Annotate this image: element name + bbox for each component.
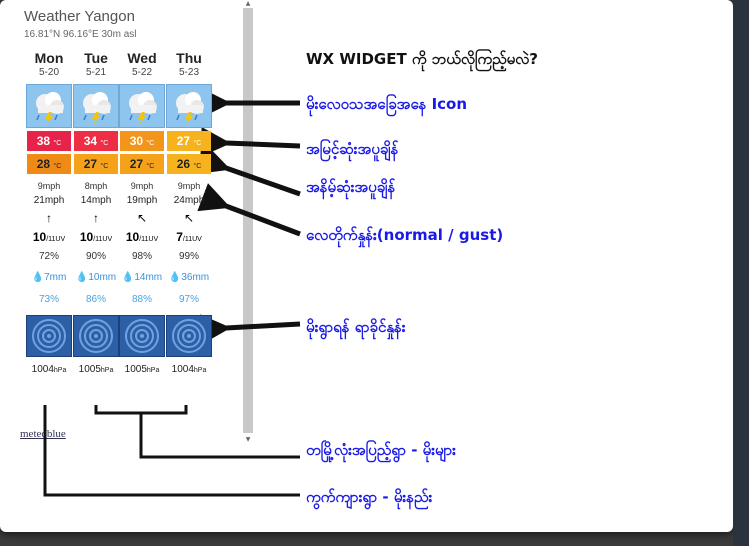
raindrop-icon: 💧	[31, 272, 45, 283]
min-temp: 28 °C	[27, 154, 71, 174]
bracket-wet-days	[94, 405, 188, 415]
radar-map-icon	[73, 315, 119, 357]
arrow-min-pointer	[197, 145, 301, 197]
wind-speed: 8mph	[84, 181, 108, 191]
raindrop-icon: 💧	[121, 272, 135, 283]
uv-index: 7/11UV	[176, 230, 202, 244]
day-column: Wed 5-22 30 °C 27 °C 9mph 19mph ↖ 10/11U…	[119, 50, 165, 378]
pressure: 1004hPa	[31, 364, 67, 375]
day-date: 5-20	[38, 67, 59, 78]
arrow-wind-pointer	[197, 183, 301, 237]
uv-index: 10/11UV	[79, 230, 113, 244]
thunderstorm-cloud-icon	[73, 84, 119, 128]
rain-probability: 97%	[178, 294, 199, 305]
humidity: 99%	[178, 251, 199, 262]
radar-map-icon	[119, 315, 165, 357]
annotation-weather-icon: မိုးလေဝသအခြေအနေ Icon	[306, 95, 468, 113]
scroll-down-icon[interactable]: ▼	[245, 436, 251, 443]
day-column: Mon 5-20 38 °C 28 °C 9mph 21mph ↑ 10/11U…	[26, 50, 72, 378]
rain-amount: 💧7mm	[31, 272, 67, 283]
rain-amount: 💧14mm	[121, 272, 163, 283]
scrollbar-thumb[interactable]	[243, 8, 253, 433]
annotation-scattered-rain: ကွက်ကျားရွာ - မိုးနည်း	[306, 488, 433, 506]
annotation-max-temp: အမြင့်ဆုံးအပူချိန်	[306, 140, 399, 158]
pressure: 1005hPa	[124, 364, 160, 375]
line-wet-days	[139, 413, 300, 459]
radar-map-icon	[166, 315, 212, 357]
thunderstorm-cloud-icon	[119, 84, 165, 128]
background-edge	[733, 0, 749, 546]
wind-direction-icon: ↑	[93, 211, 99, 225]
annotation-widespread-rain: တမြို့လုံးအပြည့်ရွာ - မိုးများ	[306, 441, 456, 459]
wind-speed: 9mph	[177, 181, 201, 191]
thunderstorm-cloud-icon	[166, 84, 212, 128]
day-column: Thu 5-23 27 °C 26 °C 9mph 24mph ↖ 7/11UV…	[166, 50, 212, 378]
day-name: Mon	[34, 50, 64, 66]
max-temp: 30 °C	[120, 131, 164, 151]
scroll-up-icon[interactable]: ▲	[245, 0, 251, 7]
wind-direction-icon: ↖	[136, 211, 148, 225]
weather-widget: Weather Yangon 16.81°N 96.16°E 30m asl	[18, 0, 240, 460]
day-date: 5-22	[131, 67, 152, 78]
headline: WX WIDGET ကို ဘယ်လိုကြည့်မလဲ?	[306, 50, 538, 68]
wind-speed: 9mph	[130, 181, 154, 191]
max-temp: 27 °C	[167, 131, 211, 151]
pressure: 1004hPa	[171, 364, 207, 375]
annotation-rain-probability: မိုးရွာရန် ရာခိုင်နှုန်း	[306, 318, 406, 336]
humidity: 72%	[38, 251, 59, 262]
wind-gust: 19mph	[126, 195, 158, 206]
wind-speed: 9mph	[37, 181, 61, 191]
annotation-wind: လေတိုက်နှုန်း(normal / gust)	[306, 226, 504, 244]
wind-direction-icon: ↖	[183, 211, 195, 225]
day-name: Tue	[84, 50, 108, 66]
max-temp: 34 °C	[74, 131, 118, 151]
wind-gust: 21mph	[33, 195, 65, 206]
rain-probability: 88%	[131, 294, 152, 305]
thunderstorm-cloud-icon	[26, 84, 72, 128]
arrow-rain-pointer	[200, 314, 301, 345]
raindrop-icon: 💧	[75, 272, 89, 283]
line-patchy-day	[43, 405, 300, 497]
min-temp: 27 °C	[74, 154, 118, 174]
wind-direction-icon: ↑	[46, 211, 52, 225]
humidity: 98%	[131, 251, 152, 262]
rain-amount: 💧36mm	[168, 272, 210, 283]
wind-gust: 14mph	[80, 195, 112, 206]
uv-index: 10/11UV	[32, 230, 66, 244]
min-temp: 27 °C	[120, 154, 164, 174]
uv-index: 10/11UV	[125, 230, 159, 244]
meteoblue-link[interactable]: meteoblue	[20, 428, 66, 440]
min-temp: 26 °C	[167, 154, 211, 174]
widget-scrollbar[interactable]: ▲ ▼	[242, 0, 254, 448]
widget-coordinates: 16.81°N 96.16°E 30m asl	[24, 29, 137, 40]
day-column: Tue 5-21 34 °C 27 °C 8mph 14mph ↑ 10/11U…	[73, 50, 119, 378]
wind-gust: 24mph	[173, 195, 205, 206]
rain-probability: 86%	[85, 294, 106, 305]
radar-map-icon	[26, 315, 72, 357]
pressure: 1005hPa	[78, 364, 114, 375]
day-date: 5-21	[85, 67, 106, 78]
rain-probability: 73%	[38, 294, 59, 305]
widget-title: Weather Yangon	[24, 8, 135, 25]
day-date: 5-23	[178, 67, 199, 78]
humidity: 90%	[85, 251, 106, 262]
rain-amount: 💧10mm	[75, 272, 117, 283]
annotation-min-temp: အနိမ့်ဆုံးအပူချိန်	[306, 178, 396, 196]
day-name: Wed	[127, 50, 157, 66]
max-temp: 38 °C	[27, 131, 71, 151]
day-name: Thu	[176, 50, 202, 66]
raindrop-icon: 💧	[168, 272, 182, 283]
arrow-max-pointer	[200, 126, 301, 157]
